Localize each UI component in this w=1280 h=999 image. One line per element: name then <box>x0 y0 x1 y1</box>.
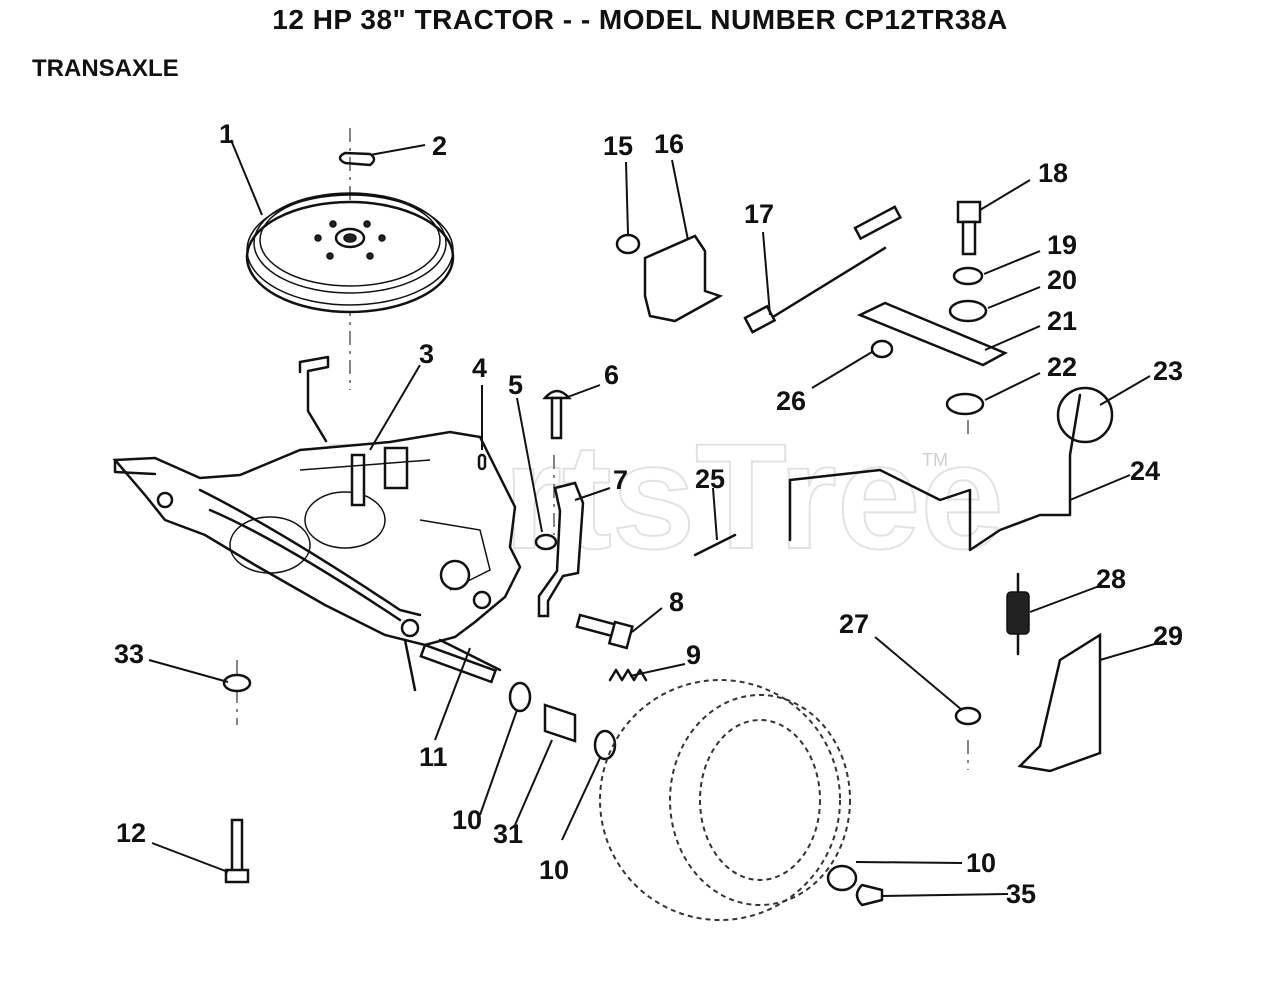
callout-20: 20 <box>1047 265 1077 295</box>
callout-25: 25 <box>695 464 725 494</box>
axle-key <box>438 638 502 672</box>
flat-washer-22 <box>945 392 985 416</box>
lock-washer <box>952 266 984 286</box>
callout-4: 4 <box>472 353 487 383</box>
washer-10a <box>508 681 532 713</box>
flat-washer-20 <box>948 299 988 323</box>
spacer <box>543 703 577 743</box>
callout-27: 27 <box>839 609 869 639</box>
retaining-clip-35 <box>855 883 884 907</box>
callout-10-b: 10 <box>539 855 569 885</box>
shift-knob <box>1056 386 1114 444</box>
callout-18: 18 <box>1038 158 1068 188</box>
diagram-title: 12 HP 38" TRACTOR - - MODEL NUMBER CP12T… <box>272 4 1008 35</box>
bolt-18 <box>956 200 982 256</box>
pivot-bracket <box>643 234 724 323</box>
flat-washer-15 <box>615 233 641 255</box>
shift-lever <box>788 393 1082 552</box>
callout-6: 6 <box>604 360 619 390</box>
lock-nut <box>222 673 252 693</box>
callout-17: 17 <box>744 199 774 229</box>
callout-numbers: 1 2 3 4 5 6 7 8 9 10 11 12 15 16 17 18 1… <box>114 119 1183 909</box>
callout-29: 29 <box>1153 621 1183 651</box>
cotter-pin <box>693 533 737 557</box>
mounting-bracket <box>537 481 585 618</box>
callout-12: 12 <box>116 818 146 848</box>
callout-21: 21 <box>1047 306 1077 336</box>
callout-10-c: 10 <box>966 848 996 878</box>
callout-5: 5 <box>508 370 523 400</box>
callout-26: 26 <box>776 386 806 416</box>
hex-nut-27 <box>954 706 982 726</box>
leader-lines <box>148 139 1166 897</box>
bolt-12 <box>224 818 250 884</box>
extension-spring <box>1006 572 1030 656</box>
callout-23: 23 <box>1153 356 1183 386</box>
callout-19: 19 <box>1047 230 1077 260</box>
hex-bolt <box>575 613 634 650</box>
section-title: TRANSAXLE <box>32 55 179 82</box>
retaining-clip <box>338 151 376 167</box>
spring-9 <box>608 668 648 682</box>
shift-plate <box>856 301 1008 367</box>
callout-8: 8 <box>669 587 684 617</box>
callout-2: 2 <box>432 131 447 161</box>
transaxle <box>112 355 522 692</box>
hex-nut <box>534 533 558 551</box>
washer-10b <box>593 729 617 761</box>
shift-rod <box>743 205 903 334</box>
callout-16: 16 <box>654 129 684 159</box>
callout-33: 33 <box>114 639 144 669</box>
callout-15: 15 <box>603 131 633 161</box>
callout-3: 3 <box>419 339 434 369</box>
pulley <box>245 192 455 314</box>
watermark-trademark: TM <box>922 450 948 470</box>
callout-31: 31 <box>493 819 523 849</box>
spring-bracket <box>1017 632 1102 773</box>
washer-10c <box>826 864 858 892</box>
callout-9: 9 <box>686 640 701 670</box>
callout-22: 22 <box>1047 352 1077 382</box>
callout-35: 35 <box>1006 879 1036 909</box>
rear-tire <box>599 679 851 921</box>
callout-28: 28 <box>1096 564 1126 594</box>
carriage-bolt <box>542 389 572 440</box>
callout-11: 11 <box>419 742 448 772</box>
woodruff-key <box>477 453 487 471</box>
callout-10-a: 10 <box>452 805 482 835</box>
callout-1: 1 <box>219 119 234 149</box>
hex-nut-26 <box>870 339 894 359</box>
callout-24: 24 <box>1130 456 1160 486</box>
callout-7: 7 <box>613 465 628 495</box>
